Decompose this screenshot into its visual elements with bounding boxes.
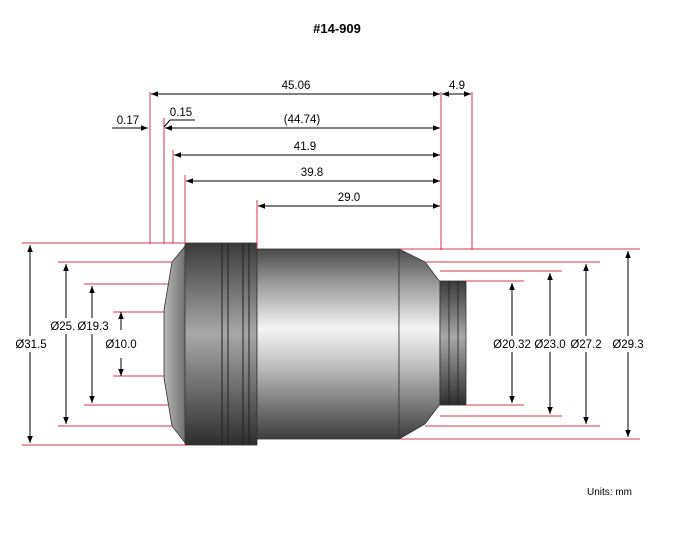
front-collar (184, 242, 258, 446)
extension-lines (22, 92, 640, 446)
label-dia-left-2: Ø25.7 (50, 321, 81, 333)
label-dia-right-4: Ø29.3 (612, 339, 643, 351)
label-dia-right-3: Ø27.2 (570, 339, 601, 351)
front-nose (163, 243, 187, 446)
units-label: Units: mm (587, 487, 632, 498)
dim-leader-offset-b (163, 119, 195, 128)
objective-lens-body (163, 242, 467, 446)
label-offset-b: 0.15 (170, 107, 192, 119)
rear-taper (398, 248, 441, 440)
label-dia-right-2: Ø23.0 (534, 339, 565, 351)
label-dia-left-4: Ø10.0 (105, 339, 136, 351)
label-dia-left-3: Ø19.3 (77, 321, 108, 333)
label-length-c: 39.8 (301, 167, 323, 179)
label-length-b: 41.9 (294, 141, 316, 153)
label-front-extension: 4.9 (449, 80, 465, 92)
label-length-d: 29.0 (338, 192, 360, 204)
thread-mount (439, 280, 467, 406)
label-length-paren: (44.74) (284, 114, 321, 126)
label-dia-right-1: Ø20.32 (493, 339, 531, 351)
label-overall-length: 45.06 (282, 80, 311, 92)
dimension-arrows (27, 91, 631, 443)
label-dia-left-1: Ø31.5 (15, 339, 46, 351)
main-barrel (256, 248, 400, 440)
label-offset-a: 0.17 (117, 115, 139, 127)
drawing-title: #14-909 (313, 21, 361, 36)
